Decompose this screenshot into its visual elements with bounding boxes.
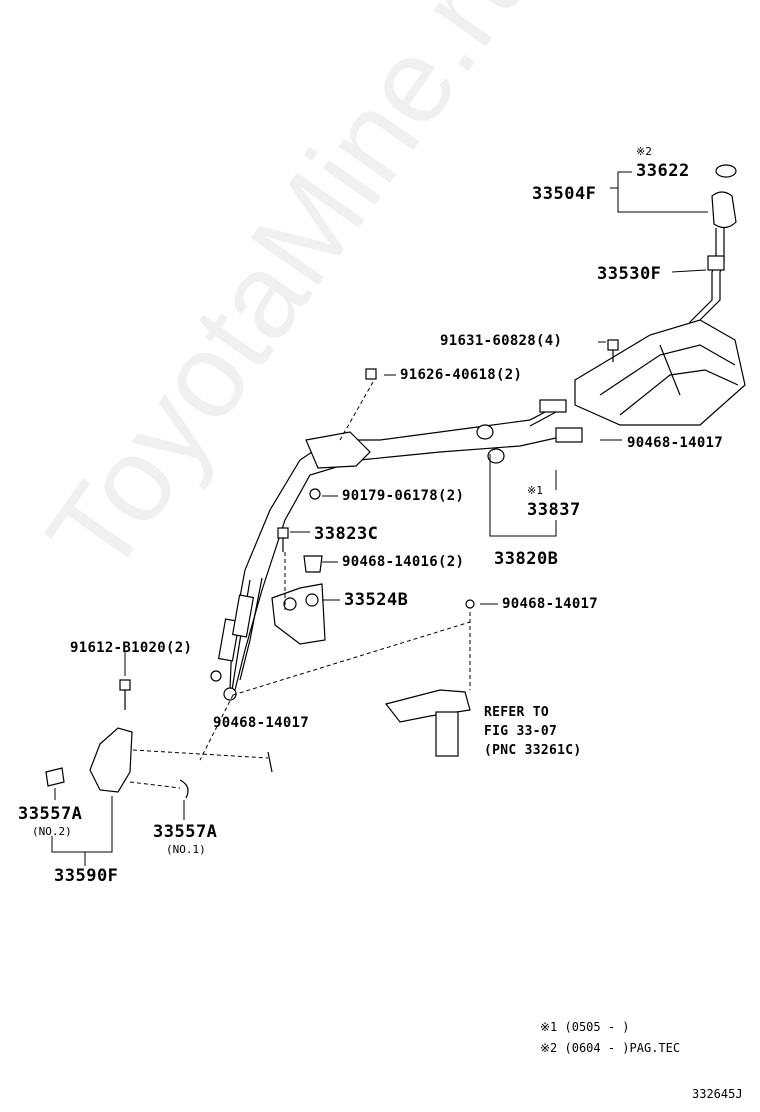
label-33837: 33837 <box>527 500 581 520</box>
label-33530F: 33530F <box>597 264 662 284</box>
bolt-91631-part <box>607 339 619 351</box>
label-33557A-no1: 33557A <box>153 822 218 842</box>
label-no2: (NO.2) <box>32 825 72 838</box>
figure-id: 332645J <box>692 1087 743 1101</box>
refer-assembly-part <box>384 689 471 723</box>
label-no1: (NO.1) <box>166 843 206 856</box>
label-90468-d: 90468-14017 <box>213 715 310 731</box>
note2-mark: ※2 <box>636 145 652 158</box>
cable-bracket-part <box>305 431 371 469</box>
bolt-91626-part <box>365 368 377 380</box>
refer-line-2: FIG 33-07 <box>484 724 558 739</box>
label-33524B: 33524B <box>344 590 409 610</box>
refer-line-1: REFER TO <box>484 705 550 720</box>
shift-housing-part <box>574 319 746 426</box>
label-91626: 91626-40618(2) <box>400 367 523 383</box>
footnote-1: ※1 (0505 - ) <box>540 1020 630 1034</box>
label-33590F: 33590F <box>54 866 119 886</box>
footnote-2: ※2 (0604 - )PAG.TEC <box>540 1041 681 1055</box>
label-90468-c: 90468-14017 <box>502 596 599 612</box>
label-90179: 90179-06178(2) <box>342 488 465 504</box>
shift-knob-part <box>711 191 737 229</box>
label-33820B: 33820B <box>494 549 559 569</box>
label-91612: 91612-B1020(2) <box>70 640 193 656</box>
label-33557A-no2: 33557A <box>18 804 83 824</box>
knob-cap-part <box>715 164 737 178</box>
bushing-no2-part <box>45 767 65 787</box>
label-91631: 91631-60828(4) <box>440 333 563 349</box>
label-90468-a: 90468-14017 <box>627 435 724 451</box>
refer-line-3: (PNC 33261C) <box>484 743 582 758</box>
bracket-33524B-part <box>271 583 326 645</box>
label-33823C: 33823C <box>314 524 379 544</box>
note1-mark: ※1 <box>527 484 543 497</box>
label-33622: 33622 <box>636 161 690 181</box>
lever-33590F-part <box>89 727 133 793</box>
label-33504F: 33504F <box>532 184 597 204</box>
label-90468-b: 90468-14016(2) <box>342 554 465 570</box>
